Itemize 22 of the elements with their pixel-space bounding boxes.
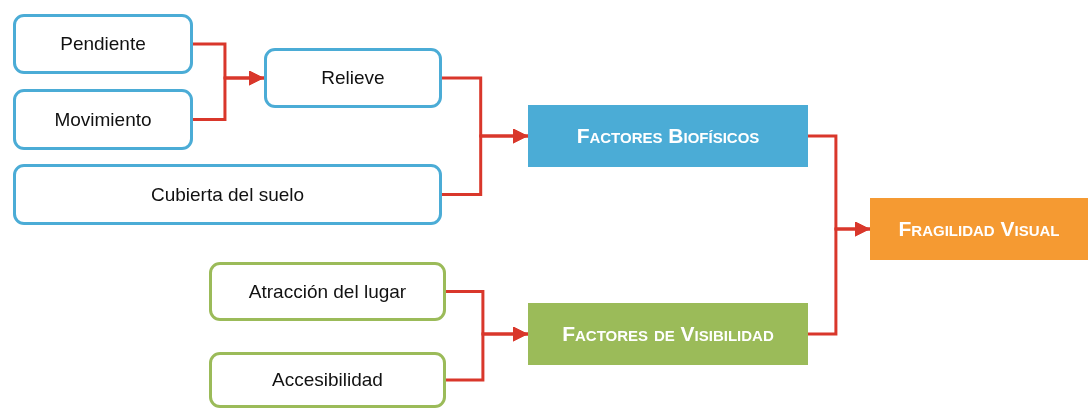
criterion-box xyxy=(209,262,446,321)
connector-arrow xyxy=(808,221,870,336)
box-label: Factores de Visibilidad xyxy=(562,322,774,346)
criterion-box xyxy=(209,352,446,408)
box-label: Accesibilidad xyxy=(272,369,383,391)
factor-box xyxy=(528,303,808,365)
factor-box xyxy=(528,105,808,167)
box-label: Pendiente xyxy=(60,33,146,55)
criterion-box xyxy=(264,48,442,108)
box-label: Fragilidad Visual xyxy=(898,217,1060,241)
box-label: Atracción del lugar xyxy=(248,280,407,303)
connector-arrow xyxy=(442,128,528,196)
criterion-box xyxy=(13,164,442,225)
criterion-box xyxy=(13,14,193,74)
box-label: Movimiento xyxy=(54,108,152,131)
criterion-box xyxy=(13,89,193,150)
connector-arrow xyxy=(446,326,528,382)
box-label: Factores Biofísicos xyxy=(576,124,760,148)
box-label: Cubierta del suelo xyxy=(150,183,305,206)
box-label: Relieve xyxy=(321,67,385,89)
factor-box xyxy=(870,198,1088,260)
connector-arrow xyxy=(193,70,264,121)
